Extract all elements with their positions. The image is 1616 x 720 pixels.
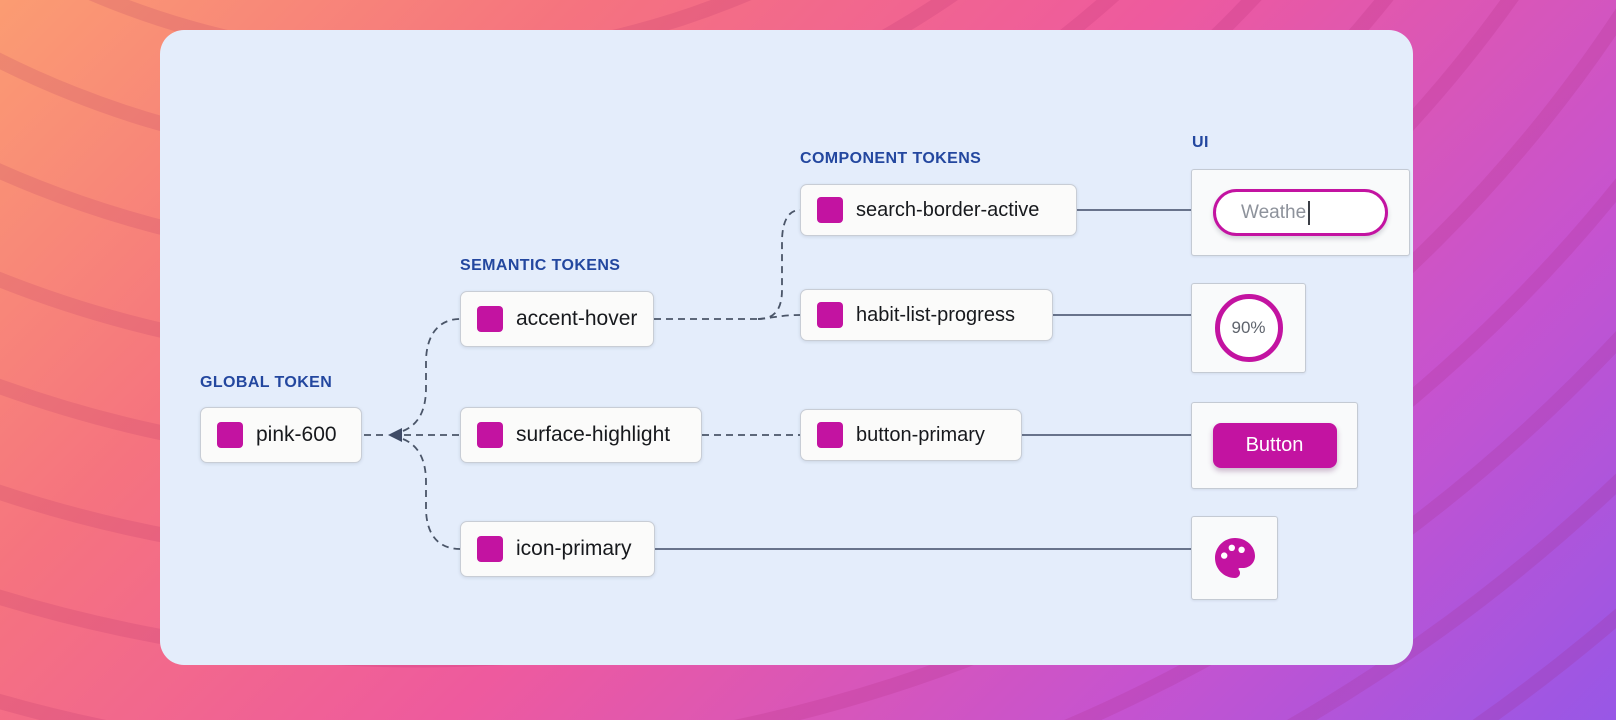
progress-value: 90% (1231, 318, 1266, 337)
text-cursor (1308, 200, 1311, 225)
component-tokens-label: COMPONENT TOKENS (800, 150, 982, 167)
semantic-tokens-label: SEMANTIC TOKENS (460, 257, 621, 274)
token-box-habit-list-progress: habit-list-progress (800, 289, 1053, 341)
color-swatch-icon (817, 197, 843, 223)
token-box-pink-600: pink-600 (200, 407, 362, 463)
diagram-panel: GLOBAL TOKEN SEMANTIC TOKENS COMPONENT T… (160, 30, 1413, 665)
token-name: button-primary (856, 423, 985, 446)
ui-card-search: Weathe (1191, 169, 1410, 256)
color-swatch-icon (817, 302, 843, 328)
progress-ring: 90% (1214, 294, 1283, 362)
token-box-surface-highlight: surface-highlight (460, 407, 702, 463)
ui-card-progress: 90% (1191, 283, 1306, 373)
token-name: icon-primary (516, 537, 632, 560)
color-swatch-icon (477, 536, 503, 562)
token-box-button-primary: button-primary (800, 409, 1022, 461)
token-name: habit-list-progress (856, 303, 1015, 326)
color-swatch-icon (477, 306, 503, 332)
token-box-search-border-active: search-border-active (800, 184, 1077, 236)
color-swatch-icon (217, 422, 243, 448)
color-swatch-icon (817, 422, 843, 448)
primary-button[interactable]: Button (1212, 423, 1337, 468)
arrowhead (388, 428, 402, 442)
color-swatch-icon (477, 422, 503, 448)
global-token-label: GLOBAL TOKEN (200, 374, 333, 391)
token-box-icon-primary: icon-primary (460, 521, 655, 577)
search-input-value: Weathe (1241, 201, 1307, 223)
connector-lines (364, 209, 1191, 550)
search-input[interactable]: Weathe (1213, 189, 1388, 236)
token-name: surface-highlight (516, 423, 671, 446)
ui-card-button: Button (1191, 402, 1358, 489)
token-name: pink-600 (256, 423, 337, 446)
token-box-accent-hover: accent-hover (460, 291, 654, 347)
token-name: search-border-active (856, 198, 1040, 221)
ui-card-icon (1191, 516, 1278, 600)
ui-label: UI (1192, 134, 1209, 151)
palette-icon (1214, 538, 1255, 578)
token-name: accent-hover (516, 307, 638, 330)
